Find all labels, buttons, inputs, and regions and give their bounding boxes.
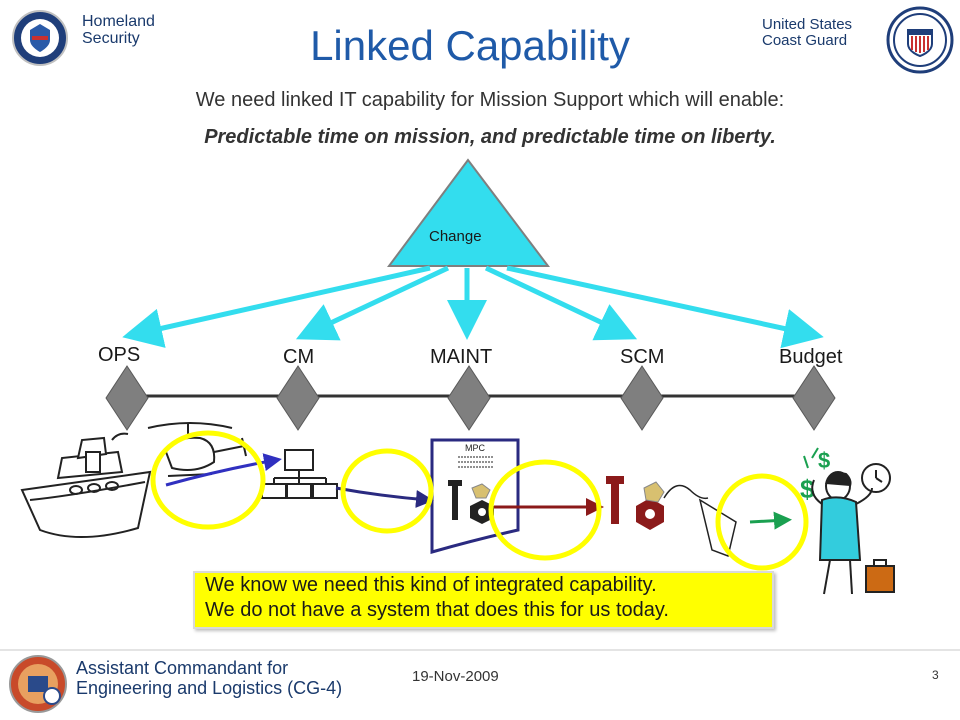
- emphasis-statement: Predictable time on mission, and predict…: [204, 126, 776, 148]
- node-label-cm: CM: [283, 346, 315, 368]
- budget-person-icon: $ $: [800, 447, 895, 595]
- coast-guard-label-line1: United States: [762, 16, 853, 33]
- footer-date: 19-Nov-2009: [412, 668, 499, 685]
- node-diamond-budget: [792, 365, 836, 431]
- callout-line1: We know we need this kind of integrated …: [205, 574, 657, 596]
- triangle-label: Change: [429, 228, 482, 245]
- ship-icon: [20, 432, 152, 539]
- callout-box: We know we need this kind of integrated …: [193, 571, 774, 629]
- node-label-ops: OPS: [98, 344, 141, 366]
- footer-office: Assistant Commandant for Engineering and…: [76, 658, 342, 698]
- mpc-document-icon: [430, 438, 520, 554]
- node-diamond-cm: [276, 365, 320, 431]
- callout-line2: We do not have a system that does this f…: [205, 599, 669, 621]
- svg-text:$: $: [818, 448, 830, 473]
- mpc-label: MPC: [465, 443, 485, 453]
- highlight-circle-cm-maint: [340, 448, 434, 534]
- highlight-circles: [150, 430, 809, 571]
- highlight-circle-scm-budget: [715, 473, 809, 571]
- footer-office-line1: Assistant Commandant for: [76, 658, 289, 678]
- homeland-label-line1: Homeland: [82, 13, 155, 30]
- cg4-logo-icon: [9, 655, 67, 713]
- dhs-seal-icon: [12, 10, 68, 66]
- org-chart-icon: [261, 449, 338, 499]
- node-label-budget: Budget: [779, 346, 843, 368]
- change-triangle: [387, 158, 551, 267]
- homeland-security-label: Homeland Security: [82, 13, 155, 47]
- fan-out-arrows: [122, 265, 824, 349]
- node-diamond-scm: [620, 365, 664, 431]
- node-diamond-ops: [105, 365, 149, 431]
- coast-guard-label: United States Coast Guard: [762, 17, 852, 49]
- coast-guard-label-line2: Coast Guard: [762, 32, 848, 49]
- homeland-label-line2: Security: [82, 30, 140, 47]
- svg-text:$: $: [800, 474, 815, 504]
- node-diamond-maint: [447, 365, 491, 431]
- link-arrows: [165, 453, 792, 530]
- highlight-circle-ops-cm: [150, 430, 266, 530]
- page-title: Linked Capability: [310, 22, 630, 69]
- page-number: 3: [932, 668, 939, 682]
- coast-guard-emblem-icon: [886, 6, 954, 74]
- subtitle: We need linked IT capability for Mission…: [195, 89, 785, 111]
- node-label-scm: SCM: [620, 346, 665, 368]
- highlight-circle-maint-scm: [488, 459, 602, 561]
- footer-office-line2: Engineering and Logistics (CG-4): [76, 678, 343, 698]
- node-label-maint: MAINT: [430, 346, 493, 368]
